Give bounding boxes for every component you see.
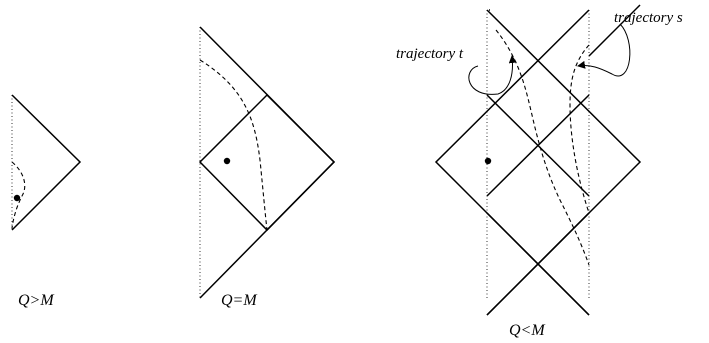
singularity-dot bbox=[484, 157, 492, 165]
diag-line-a bbox=[486, 9, 642, 316]
trajectory-s-arrow bbox=[577, 23, 631, 77]
singularity-dot bbox=[13, 194, 21, 202]
panel-q-eq-m: Q=M bbox=[198, 26, 336, 309]
case-label: Q<M bbox=[509, 322, 546, 339]
diag-line-f bbox=[486, 263, 539, 316]
diag-line-e bbox=[486, 212, 590, 266]
trajectory-s-curve bbox=[569, 44, 590, 214]
top-extension-right bbox=[588, 4, 641, 57]
panel-q-lt-m: trajectory t trajectory s Q<M bbox=[396, 4, 683, 339]
singularity-dot bbox=[223, 157, 231, 165]
trajectory-curve bbox=[199, 59, 268, 231]
panel-q-gt-m: Q>M bbox=[11, 94, 82, 309]
diag-line-d bbox=[486, 94, 590, 197]
case-label: Q=M bbox=[221, 292, 258, 309]
diagram-outline bbox=[199, 26, 336, 299]
case-label: Q>M bbox=[18, 292, 55, 309]
trajectory-t-label: trajectory t bbox=[396, 46, 464, 62]
trajectory-t-arrow bbox=[468, 55, 517, 95]
trajectory-s-label: trajectory s bbox=[614, 10, 683, 26]
diag-line-g bbox=[537, 263, 590, 316]
diagram-outline bbox=[11, 94, 82, 231]
inner-diamond bbox=[198, 93, 336, 232]
trajectory-curve bbox=[11, 161, 26, 229]
trajectory-t-curve bbox=[495, 29, 590, 266]
